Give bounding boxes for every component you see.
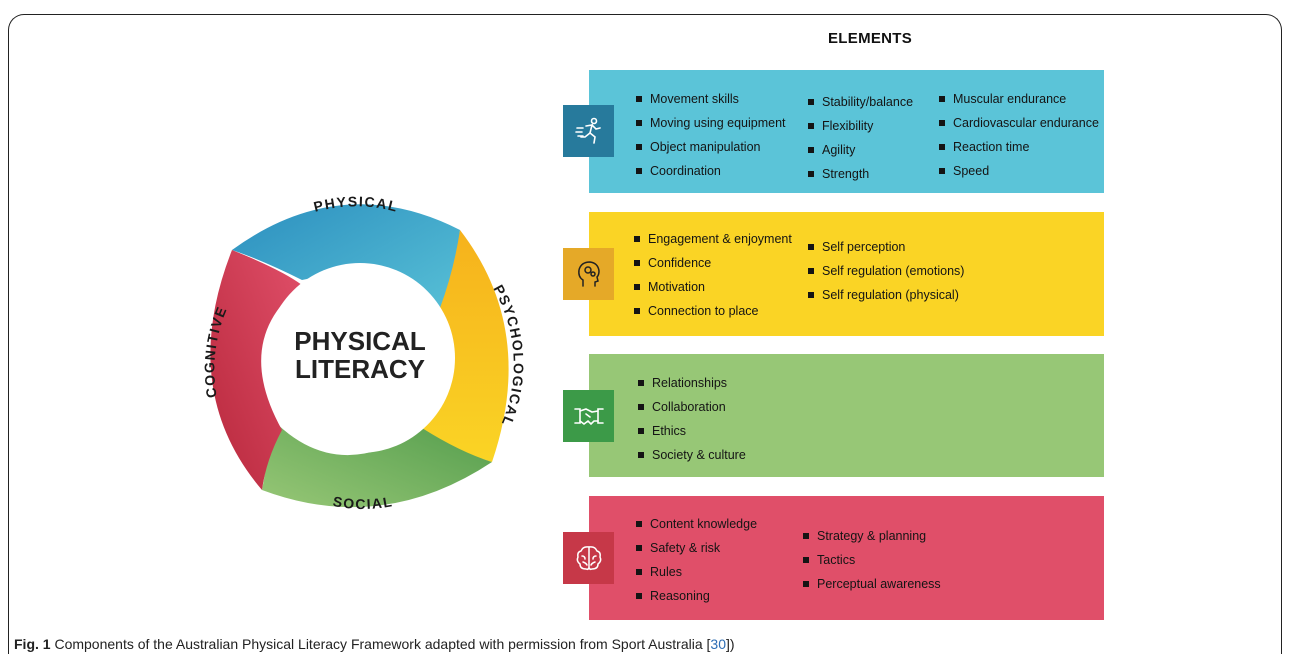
figure-caption: Fig. 1 Components of the Australian Phys… <box>14 636 735 652</box>
caption-text: Components of the Australian Physical Li… <box>50 636 711 652</box>
list-item: Engagement & enjoyment <box>634 227 792 251</box>
social-segment <box>262 410 492 508</box>
list-item: Self regulation (emotions) <box>808 259 964 283</box>
list-item: Object manipulation <box>636 135 786 159</box>
list-item: Safety & risk <box>636 536 757 560</box>
social-list-1: Relationships Collaboration Ethics Socie… <box>638 371 746 467</box>
caption-reference-link[interactable]: 30 <box>710 636 726 652</box>
svg-text:SOCIAL: SOCIAL <box>332 493 395 512</box>
caption-label: Fig. 1 <box>14 636 51 652</box>
cognitive-list-2: Strategy & planning Tactics Perceptual a… <box>803 524 941 596</box>
list-item: Reaction time <box>939 135 1099 159</box>
list-item: Self perception <box>808 235 964 259</box>
psychological-list-2: Self perception Self regulation (emotion… <box>808 235 964 307</box>
caption-end: ]) <box>726 636 735 652</box>
list-item: Coordination <box>636 159 786 183</box>
list-item: Reasoning <box>636 584 757 608</box>
list-item: Muscular endurance <box>939 87 1099 111</box>
list-item: Rules <box>636 560 757 584</box>
list-item: Society & culture <box>638 443 746 467</box>
list-item: Perceptual awareness <box>803 572 941 596</box>
brain-icon <box>563 532 614 584</box>
list-item: Movement skills <box>636 87 786 111</box>
list-item: Relationships <box>638 371 746 395</box>
elements-heading: ELEMENTS <box>828 30 913 47</box>
list-item: Strength <box>808 162 913 186</box>
list-item: Moving using equipment <box>636 111 786 135</box>
physical-list-3: Muscular endurance Cardiovascular endura… <box>939 87 1099 183</box>
center-line1: PHYSICAL <box>294 326 426 356</box>
label-social: SOCIAL <box>332 493 393 512</box>
physical-list-2: Stability/balance Flexibility Agility St… <box>808 90 913 186</box>
list-item: Speed <box>939 159 1099 183</box>
psychological-list-1: Engagement & enjoyment Confidence Motiva… <box>634 227 792 323</box>
list-item: Stability/balance <box>808 90 913 114</box>
list-item: Flexibility <box>808 114 913 138</box>
list-item: Ethics <box>638 419 746 443</box>
list-item: Content knowledge <box>636 512 757 536</box>
wheel-center <box>265 263 455 453</box>
cognitive-list-1: Content knowledge Safety & risk Rules Re… <box>636 512 757 608</box>
center-line2: LITERACY <box>295 354 425 384</box>
handshake-icon <box>563 390 614 442</box>
list-item: Strategy & planning <box>803 524 941 548</box>
list-item: Collaboration <box>638 395 746 419</box>
head-gears-icon <box>563 248 614 300</box>
list-item: Connection to place <box>634 299 792 323</box>
running-person-icon <box>563 105 614 157</box>
list-item: Agility <box>808 138 913 162</box>
physical-literacy-wheel: PHYSICAL LITERACY PHYSICAL PSYCHOLOGICAL… <box>201 193 525 512</box>
list-item: Motivation <box>634 275 792 299</box>
figure-frame <box>8 14 1282 654</box>
list-item: Self regulation (physical) <box>808 283 964 307</box>
cognitive-segment <box>210 250 302 490</box>
list-item: Cardiovascular endurance <box>939 111 1099 135</box>
list-item: Confidence <box>634 251 792 275</box>
list-item: Tactics <box>803 548 941 572</box>
physical-list-1: Movement skills Moving using equipment O… <box>636 87 786 183</box>
